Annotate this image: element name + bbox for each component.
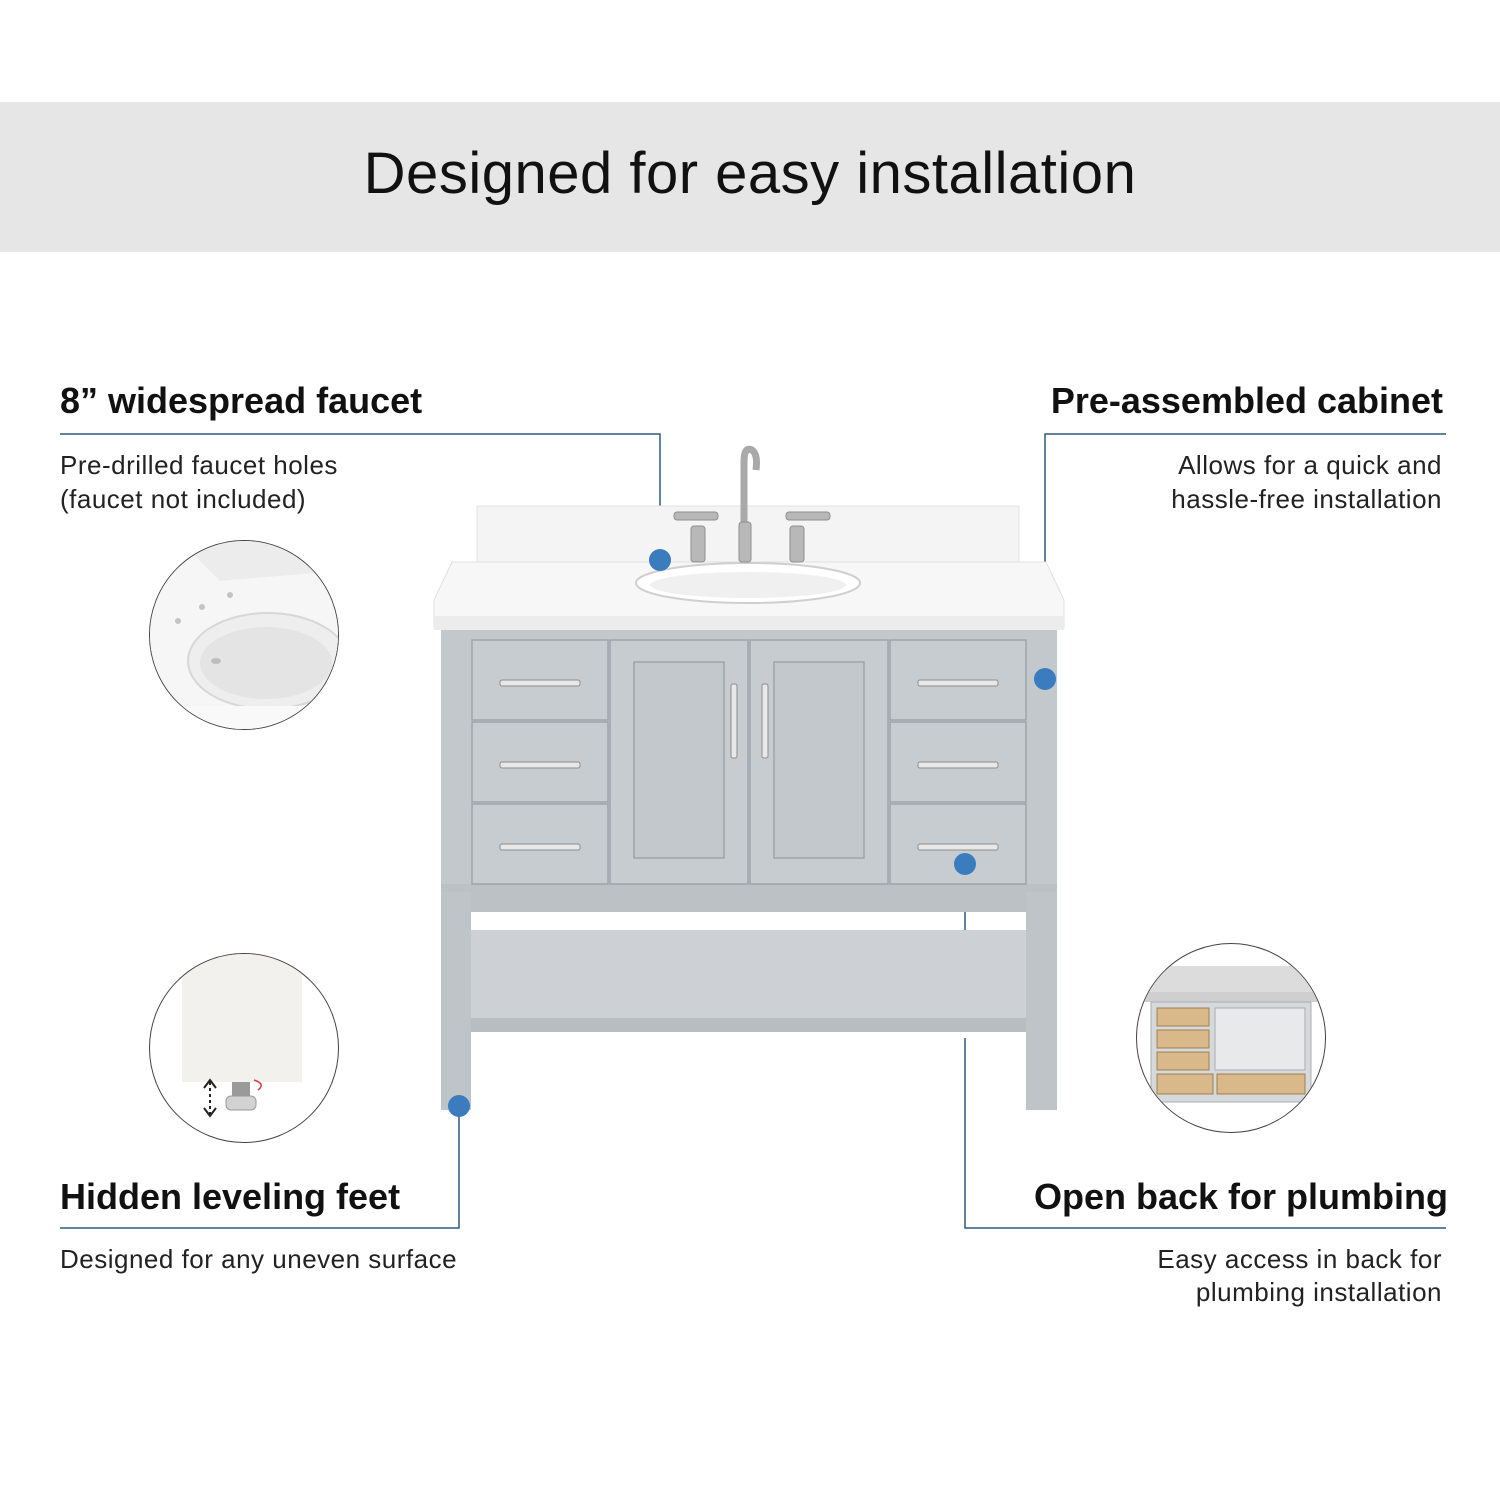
cabinet-feature-desc-line2: hassle-free installation: [1171, 484, 1442, 514]
cabinet-feature-title: Pre-assembled cabinet: [1050, 380, 1443, 421]
callout-dot-icon: [954, 853, 976, 875]
faucet-feature-desc-line1: Pre-drilled faucet holes: [60, 450, 338, 480]
leveling-foot-image: [149, 953, 339, 1143]
leg-left: [441, 892, 471, 1110]
faucet-feature-title: 8” widespread faucet: [60, 380, 423, 421]
leg-right: [1026, 892, 1057, 1110]
header-banner: Designed for easy installation: [0, 102, 1500, 252]
page-title: Designed for easy installation: [363, 141, 1137, 206]
feet-feature-title: Hidden leveling feet: [60, 1176, 401, 1217]
plumbing-feature-desc-line2: plumbing installation: [1195, 1277, 1442, 1307]
callout-dot-icon: [649, 549, 671, 571]
plumbing-feature-desc-line1: Easy access in back for: [1157, 1244, 1442, 1274]
plumbing-feature-title: Open back for plumbing: [1033, 1176, 1448, 1217]
faucet-detail-image: [149, 540, 339, 730]
callout-dot-icon: [448, 1095, 470, 1117]
open-back-image: [1136, 943, 1326, 1133]
feet-feature-desc-line1: Designed for any uneven surface: [60, 1244, 458, 1274]
faucet: [673, 445, 831, 563]
faucet-feature-desc-line2: (faucet not included): [60, 484, 307, 514]
bottom-shelf: [471, 930, 1026, 1018]
cabinet-feature-desc-line1: Allows for a quick and: [1178, 450, 1442, 480]
callout-dot-icon: [1034, 668, 1056, 690]
